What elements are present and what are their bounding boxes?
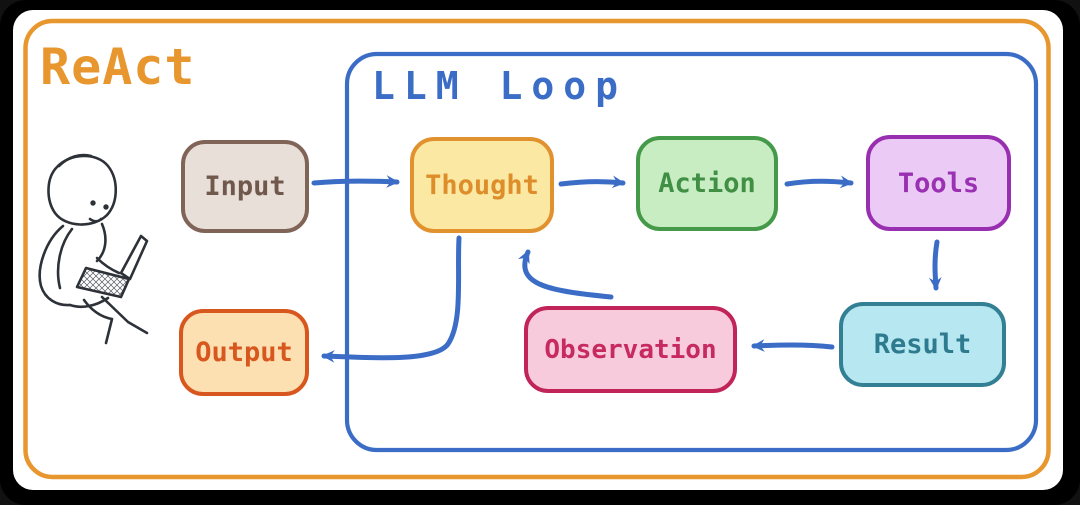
person-arm: [95, 256, 121, 275]
person-eye-left: [90, 200, 96, 206]
laptop-screen: [119, 234, 149, 281]
arrow-action-to-tools: [784, 175, 854, 189]
node-tools: Tools: [866, 135, 1011, 231]
laptop-base: [75, 266, 131, 299]
node-observation-label: Observation: [544, 334, 717, 365]
arrow-thought-to-output: [321, 235, 462, 363]
arrows-group: [311, 175, 942, 363]
outer-border: [23, 18, 1051, 480]
person-leg-right: [100, 295, 149, 335]
person-leg-left: [82, 298, 114, 345]
person-chest: [95, 222, 107, 263]
node-result: Result: [839, 302, 1006, 387]
node-thought-label: Thought: [425, 169, 539, 201]
node-tools-label: Tools: [897, 167, 980, 199]
person-back-inner: [56, 227, 74, 290]
arrow-input-to-thought: [311, 175, 400, 188]
node-input-label: Input: [204, 171, 286, 202]
person-doodle: [38, 153, 149, 345]
person-eye-right: [103, 204, 109, 210]
node-input: Input: [181, 140, 309, 233]
person-back: [38, 224, 72, 307]
llm-loop-border: [344, 51, 1039, 453]
node-thought: Thought: [410, 137, 554, 233]
arrow-tools-to-result: [928, 239, 942, 291]
node-action-label: Action: [658, 168, 756, 199]
person-mouth: [88, 217, 103, 223]
node-result-label: Result: [873, 329, 972, 360]
node-output: Output: [179, 309, 309, 396]
node-action: Action: [636, 136, 778, 231]
diagram-title: ReAct: [40, 38, 196, 96]
person-hair-line: [57, 153, 93, 168]
arrow-result-to-observation: [751, 339, 835, 352]
arrow-observation-to-thought: [517, 249, 614, 300]
node-observation: Observation: [524, 306, 737, 393]
arrow-thought-to-action: [558, 175, 626, 189]
person-head: [47, 154, 118, 226]
llm-loop-label: LLM Loop: [372, 64, 628, 108]
canvas-background: [13, 10, 1063, 490]
node-output-label: Output: [195, 337, 293, 368]
